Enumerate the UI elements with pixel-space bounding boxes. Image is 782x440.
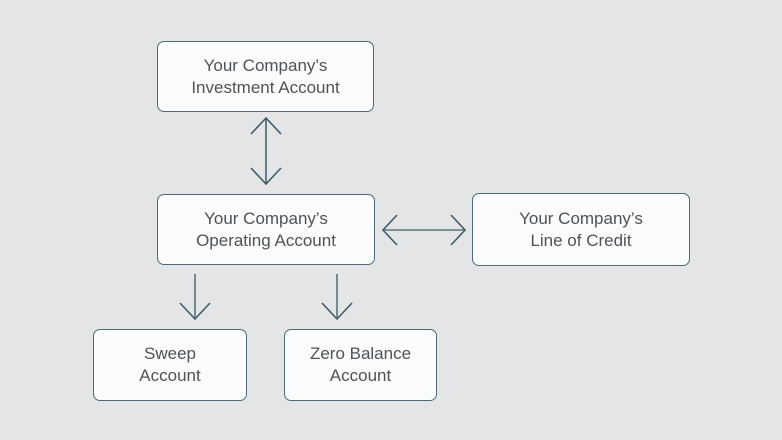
double-arrow-operating-credit-icon — [381, 214, 467, 246]
double-arrow-investment-operating-icon — [250, 116, 282, 186]
node-investment-account: Your Company’s Investment Account — [157, 41, 374, 112]
node-label-line: Your Company’s — [204, 208, 328, 228]
node-zero-balance-account: Zero Balance Account — [284, 329, 437, 401]
node-label-line: Your Company’s — [203, 55, 328, 75]
down-arrow-operating-zero-balance-icon — [321, 274, 353, 321]
down-arrow-operating-sweep-icon — [179, 274, 211, 321]
node-label-line: Account — [139, 366, 201, 385]
node-label-line: Operating Account — [196, 230, 336, 250]
node-label-line: Sweep — [144, 344, 196, 363]
node-label-line: Investment Account — [191, 77, 340, 97]
node-label-line: Line of Credit — [530, 230, 632, 250]
node-line-of-credit: Your Company’s Line of Credit — [472, 193, 690, 266]
node-label-line: Zero Balance — [309, 344, 412, 363]
node-operating-account: Your Company’s Operating Account — [157, 194, 375, 265]
node-label-line: Your Company’s — [519, 208, 643, 228]
node-label-line: Account — [329, 366, 392, 385]
node-sweep-account: Sweep Account — [93, 329, 247, 401]
